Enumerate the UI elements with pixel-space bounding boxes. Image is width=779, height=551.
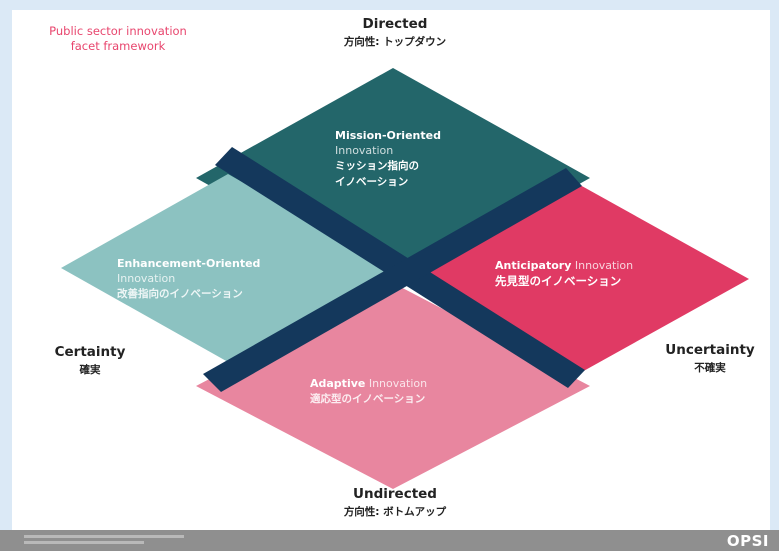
axis-certainty: Certainty 確実 <box>30 344 150 377</box>
axis-undirected: Undirected 方向性: ボトムアップ <box>300 486 490 519</box>
anticipatory-title: Anticipatory <box>495 259 572 272</box>
adaptive-jp: 適応型のイノベーション <box>310 393 426 405</box>
axis-uncertainty-label: Uncertainty <box>665 342 755 358</box>
footer-fine-print-2 <box>24 541 144 544</box>
framework-title: Public sector innovation facet framework <box>49 24 187 53</box>
adaptive-title: Adaptive <box>310 377 366 390</box>
anticipatory-label: Anticipatory Innovation 先見型のイノベーション <box>495 258 715 289</box>
enhancement-oriented-label: Enhancement-Oriented Innovation 改善指向のイノベ… <box>117 256 317 302</box>
anticipatory-jp: 先見型のイノベーション <box>495 274 622 288</box>
cross-band-ascending <box>203 168 582 392</box>
mission-oriented-title: Mission-Oriented <box>335 129 441 142</box>
footer-bar: OPSI <box>0 530 779 551</box>
axis-undirected-label: Undirected <box>353 486 437 502</box>
enhancement-oriented-subtitle: Innovation <box>117 272 176 285</box>
mission-oriented-subtitle: Innovation <box>335 144 394 157</box>
axis-directed: Directed 方向性: トップダウン <box>300 16 490 49</box>
axis-certainty-jp-label: 確実 <box>79 364 101 376</box>
axis-uncertainty: Uncertainty 不確実 <box>650 342 770 375</box>
adaptive-label: Adaptive Innovation 適応型のイノベーション <box>310 376 510 407</box>
enhancement-oriented-title: Enhancement-Oriented <box>117 257 261 270</box>
axis-directed-label: Directed <box>362 16 428 32</box>
enhancement-oriented-jp: 改善指向のイノベーション <box>117 288 243 300</box>
mission-oriented-label: Mission-Oriented Innovation ミッション指向の イノベ… <box>335 128 485 190</box>
anticipatory-subtitle: Innovation <box>574 259 634 272</box>
axis-undirected-jp-label: 方向性: ボトムアップ <box>343 506 447 518</box>
mission-oriented-jp-line1: ミッション指向の <box>335 160 419 172</box>
adaptive-subtitle: Innovation <box>368 377 428 390</box>
axis-uncertainty-jp-label: 不確実 <box>694 362 726 374</box>
mission-oriented-jp-line2: イノベーション <box>335 176 409 188</box>
opsi-logo: OPSI <box>726 532 769 550</box>
axis-directed-jp-label: 方向性: トップダウン <box>343 36 447 48</box>
axis-certainty-label: Certainty <box>54 344 126 360</box>
footer-fine-print <box>24 535 184 538</box>
